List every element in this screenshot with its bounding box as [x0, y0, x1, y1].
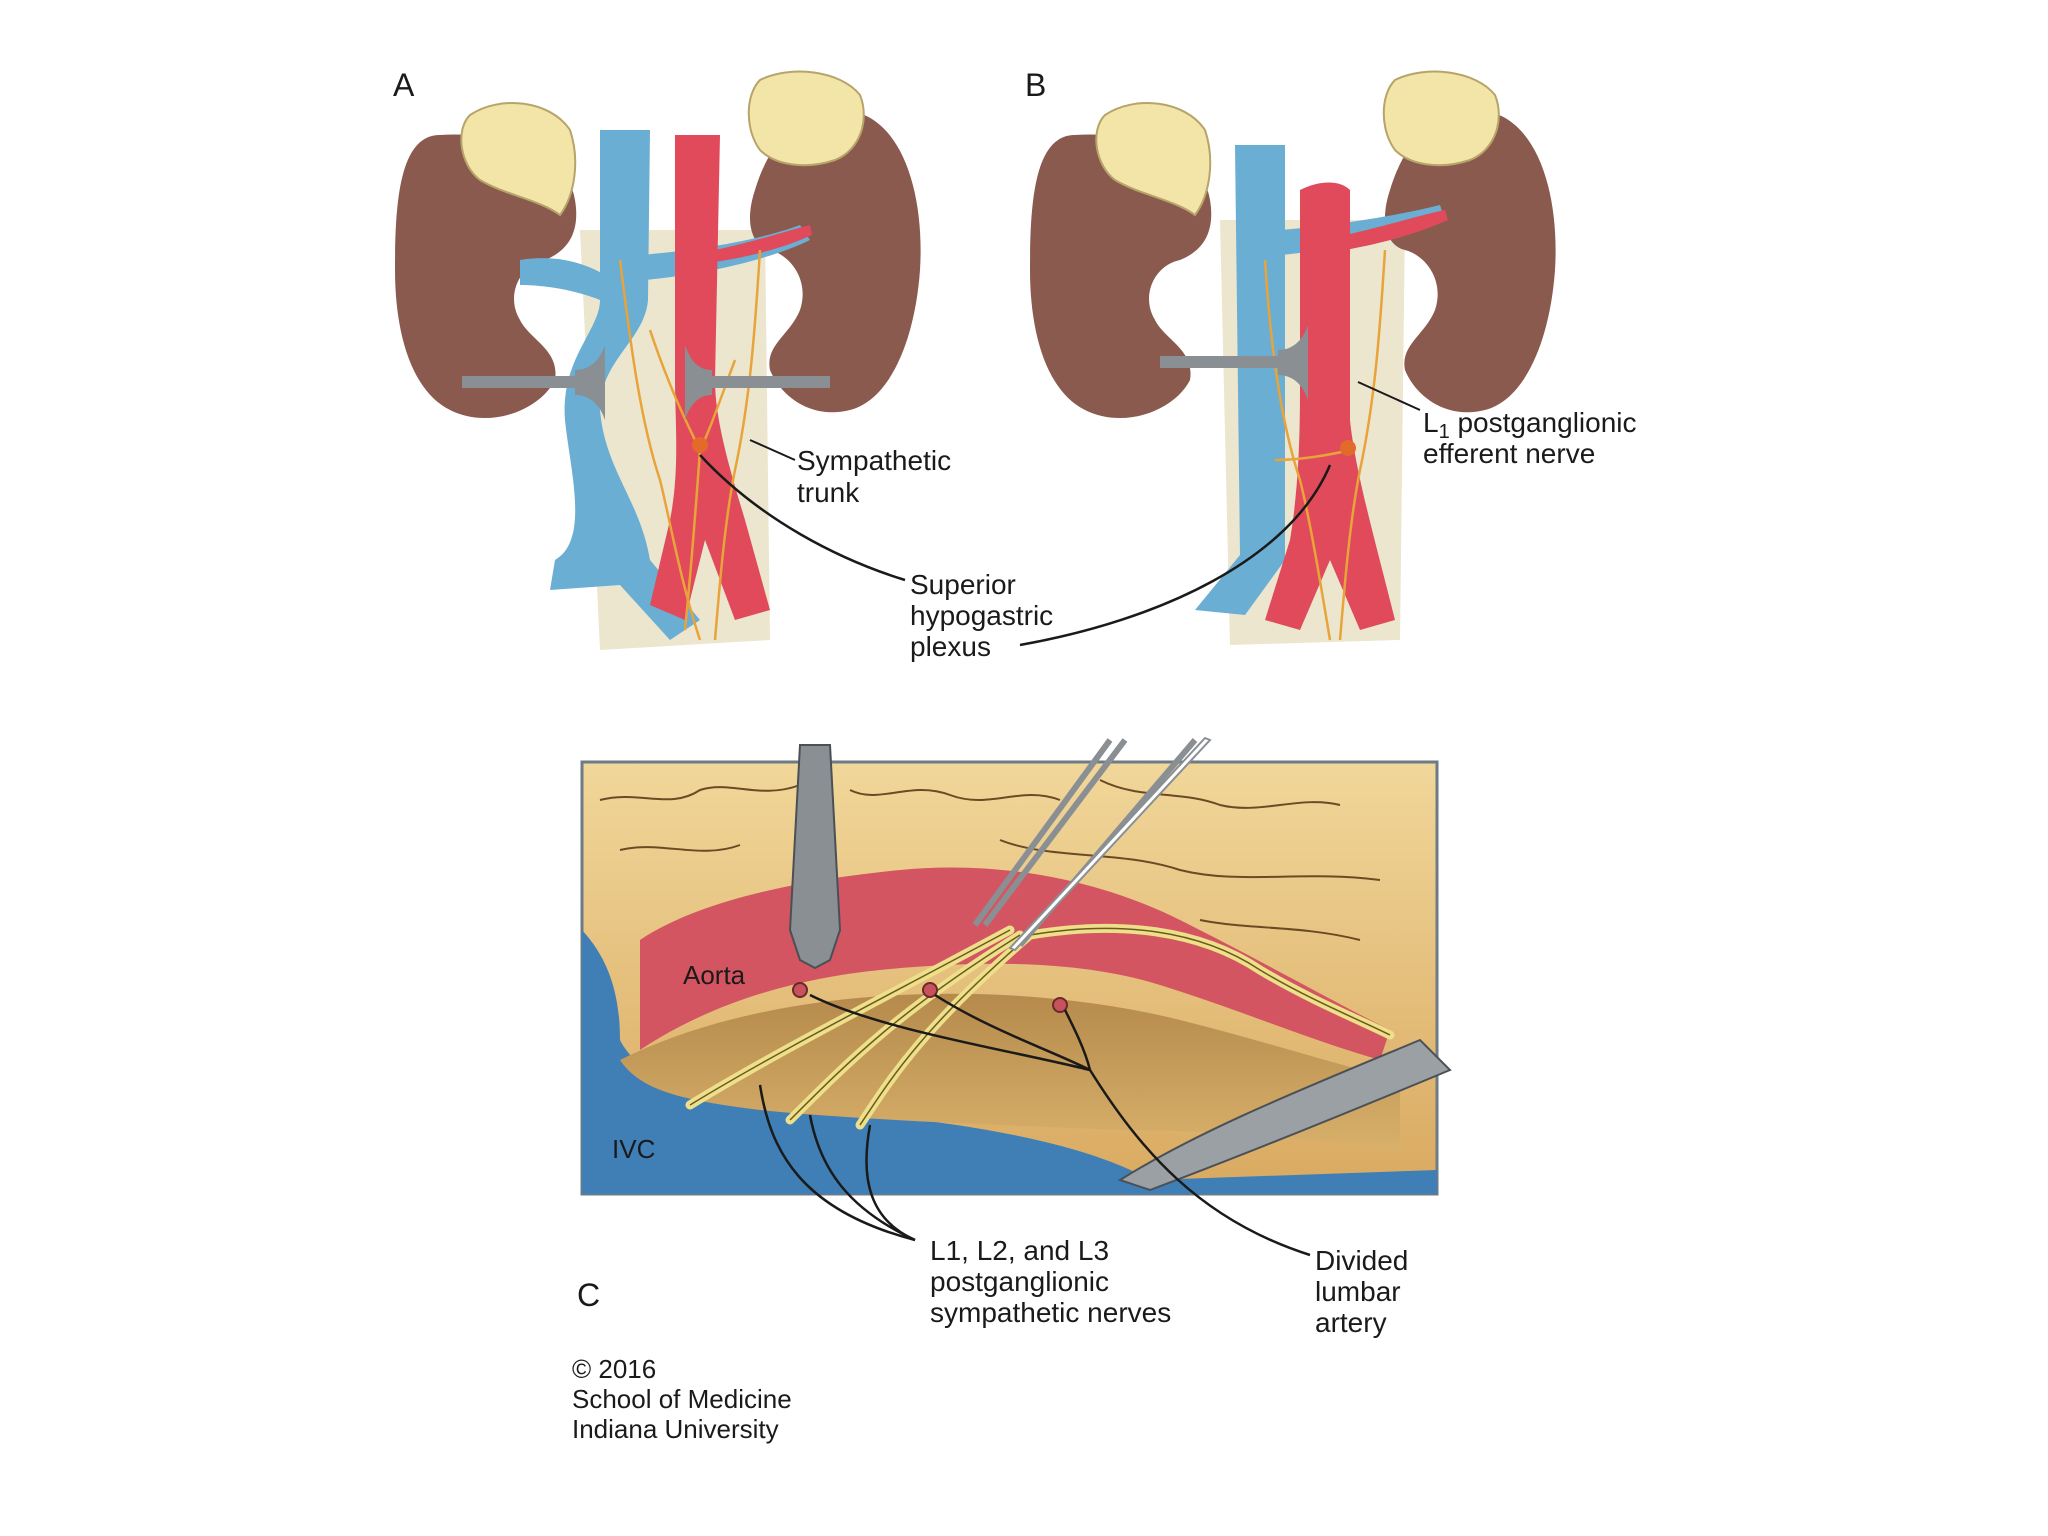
label-l1-postganglionic-efferent-nerve: L1 postganglionic efferent nerve	[1423, 407, 1644, 469]
label-aorta: Aorta	[683, 960, 746, 990]
panel-c-letter: C	[577, 1277, 600, 1313]
panel-a-left-retractor	[685, 345, 830, 420]
panel-c-illustration	[580, 736, 1452, 1257]
label-superior-hypogastric-plexus: Superior hypogastric plexus	[910, 569, 1061, 662]
panel-a-right-adrenal	[460, 102, 577, 217]
panel-b-retractor	[1160, 325, 1308, 400]
panel-b-vena-cava	[1195, 145, 1285, 615]
panel-a-sympathetic-trunk-leader	[749, 439, 796, 461]
panel-b-plexus-leader	[1019, 464, 1332, 647]
label-l1-l2-l3-postganglionic-nerves: L1, L2, and L3 postganglionic sympatheti…	[930, 1235, 1171, 1328]
panel-b-plexus-node	[1340, 440, 1356, 456]
copyright-notice: © 2016 School of Medicine Indiana Univer…	[572, 1354, 799, 1444]
panel-b-left-adrenal	[1382, 70, 1500, 167]
panel-a-right-renal-vein	[520, 258, 605, 300]
panel-b-right-adrenal	[1095, 102, 1212, 217]
panel-b-left-renal-artery	[1345, 210, 1448, 250]
panel-b-l1-leader	[1357, 381, 1421, 411]
panel-c-lumbar-artery-stumps	[792, 982, 1068, 1013]
label-sympathetic-trunk: Sympathetic trunk	[797, 445, 959, 508]
panel-a-left-adrenal	[747, 70, 865, 167]
label-ivc: IVC	[612, 1134, 655, 1164]
panel-c-fat-texture	[599, 779, 1381, 941]
panel-a-letter: A	[393, 67, 415, 103]
panel-b-left-kidney	[1385, 110, 1556, 413]
panel-a-left-kidney	[750, 110, 921, 413]
panel-c-leaders	[758, 993, 1311, 1257]
panel-a-right-kidney	[395, 134, 577, 419]
panel-b-illustration	[1019, 70, 1556, 647]
panel-c-vertical-retractor	[788, 744, 842, 970]
panel-b-right-kidney	[1030, 134, 1212, 419]
panel-a-left-renal-artery	[715, 225, 812, 262]
label-divided-lumbar-artery: Divided lumbar artery	[1315, 1245, 1416, 1338]
panel-a-vena-cava	[550, 130, 700, 640]
panel-a-right-retractor	[462, 345, 605, 420]
panel-b-aorta	[1265, 182, 1395, 630]
panel-c-horizontal-retractor	[1117, 1038, 1452, 1192]
panel-c-forceps-tip	[1008, 736, 1212, 952]
panel-a-illustration	[395, 70, 921, 650]
panel-c-ivc	[582, 930, 1437, 1194]
panel-c-nerve-outlines	[689, 927, 1391, 1126]
panel-a-plexus-leader	[699, 454, 906, 582]
panel-a-plexus-node	[692, 437, 708, 453]
panel-b-letter: B	[1025, 67, 1046, 103]
